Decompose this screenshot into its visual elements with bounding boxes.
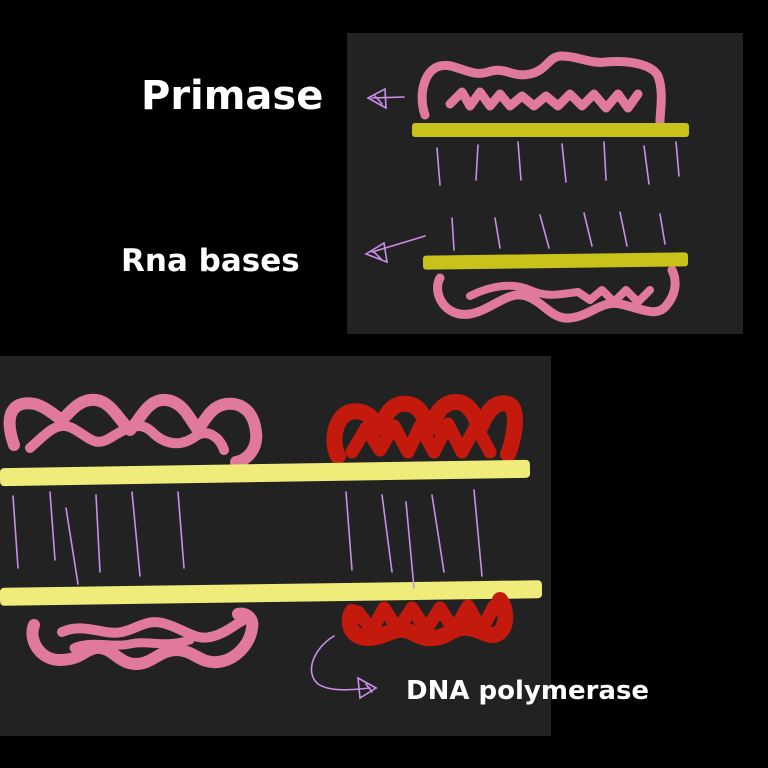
bottom-base-pairs [12, 489, 483, 589]
arrow-to-primase [366, 87, 405, 110]
arrow-to-dna-polymerase [310, 635, 378, 700]
bottom-dna-strand-upper [0, 459, 531, 487]
top-dna-strand-upper [412, 123, 689, 137]
top-primase-upper [417, 51, 666, 127]
arrow-to-rna-bases [364, 235, 426, 264]
bottom-primase-upper [3, 393, 263, 468]
top-base-pairs [436, 141, 680, 251]
rna-bases-label: Rna bases [121, 243, 300, 279]
top-primase-lower [433, 265, 680, 323]
top-dna-strand-lower [422, 252, 689, 270]
bottom-dna-polymerase-upper [326, 394, 523, 464]
dna-polymerase-label: DNA polymerase [406, 676, 650, 706]
bottom-panel [0, 356, 551, 736]
bottom-dna-strand-lower [0, 580, 543, 606]
bottom-dna-polymerase-lower [341, 592, 514, 647]
bottom-primase-lower [26, 607, 259, 670]
primase-label: Primase [141, 73, 324, 119]
